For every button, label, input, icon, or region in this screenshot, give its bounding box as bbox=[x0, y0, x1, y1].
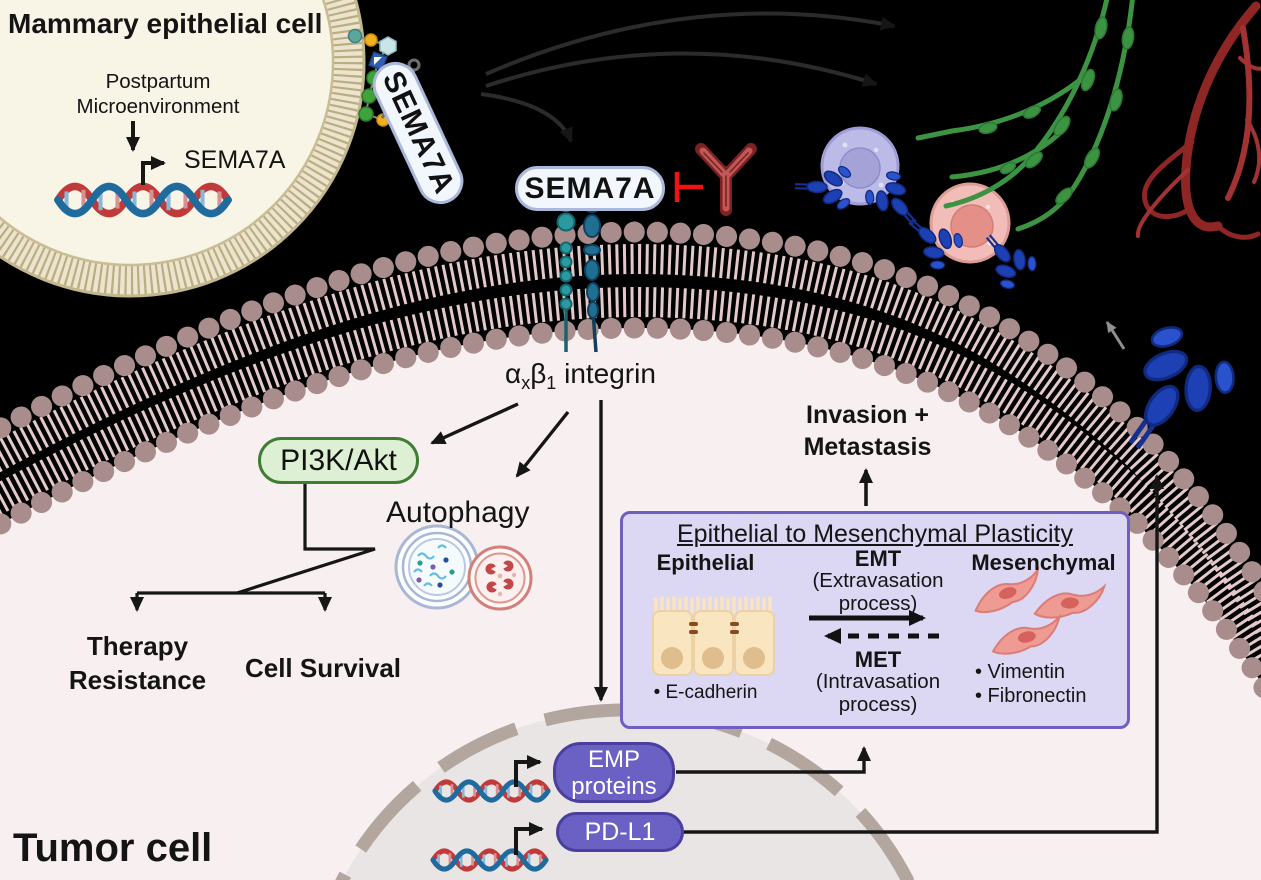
autophagosome-icon bbox=[394, 524, 533, 611]
emp-plasticity-box: Epithelial to Mesenchymal Plasticity Epi… bbox=[620, 511, 1130, 729]
autophagy-label: Autophagy bbox=[386, 496, 530, 529]
integrin-alpha: α bbox=[505, 358, 522, 389]
mammary-dna-icon bbox=[58, 156, 228, 214]
emt-met-arrows bbox=[809, 610, 939, 644]
postpartum-label: Postpartum Microenvironment bbox=[55, 70, 261, 119]
mammary-cell-icon bbox=[0, 0, 366, 298]
postpartum-line2: Microenvironment bbox=[76, 94, 240, 118]
nuclear-dna-emp-icon bbox=[435, 755, 548, 800]
invasion-line2: Metastasis bbox=[803, 433, 932, 461]
met-sub-line1: (Intravasation bbox=[815, 670, 941, 693]
emp-pill-line2: proteins bbox=[571, 772, 657, 800]
invasion-line1: Invasion + bbox=[806, 401, 929, 429]
integrin-suffix: integrin bbox=[556, 358, 656, 389]
emt-sub-line1: (Extravasation bbox=[812, 569, 944, 592]
immune-presentation-arrow bbox=[1105, 321, 1126, 350]
pdl1-output-arrow bbox=[682, 474, 1164, 834]
ecadherin-marker: • E-cadherin bbox=[653, 682, 758, 703]
integrin-beta: β bbox=[530, 358, 547, 389]
blood-vessels-icon bbox=[1135, 1, 1261, 240]
emp-pill-line1: EMP bbox=[587, 745, 640, 773]
emp-box-title: Epithelial to Mesenchymal Plasticity bbox=[677, 520, 1073, 548]
mammary-cell-title: Mammary epithelial cell bbox=[8, 8, 323, 39]
inhibition-bar bbox=[674, 172, 703, 202]
vimentin-marker: • Vimentin bbox=[975, 661, 1066, 683]
integrin-alpha-sub: x bbox=[521, 373, 531, 393]
lymphatic-nodes-icon bbox=[978, 16, 1135, 205]
mesenchymal-markers: • Vimentin • Fibronectin bbox=[975, 660, 1115, 708]
epithelial-heading: Epithelial bbox=[656, 550, 755, 575]
integrin-label: αxβ1 integrin bbox=[505, 358, 656, 394]
fibronectin-marker: • Fibronectin bbox=[975, 685, 1087, 707]
integrin-beta-sub: 1 bbox=[546, 373, 557, 393]
therapy-resistance-label: Therapy Resistance bbox=[50, 629, 225, 697]
met-sub-line2: process) bbox=[838, 692, 918, 716]
met-subtitle: (Intravasation process) bbox=[793, 670, 963, 716]
invasion-metastasis-label: Invasion + Metastasis bbox=[770, 399, 965, 463]
emp-proteins-pill: EMP proteins bbox=[553, 742, 675, 803]
cell-survival-label: Cell Survival bbox=[244, 653, 402, 683]
tumor-cell-label: Tumor cell bbox=[13, 826, 213, 870]
therapy-line1: Therapy bbox=[86, 631, 189, 661]
nuclear-dna-pdl1-icon bbox=[433, 822, 546, 869]
mesenchymal-cells-icon bbox=[968, 568, 1109, 659]
integrin-signal-arrows bbox=[430, 400, 608, 702]
emt-sub-line2: process) bbox=[838, 591, 918, 615]
mesenchymal-heading: Mesenchymal bbox=[971, 550, 1116, 575]
anti-sema7a-antibody-icon bbox=[695, 143, 757, 216]
sema7a-ligand-pill: SEMA7A bbox=[515, 166, 665, 211]
postpartum-line1: Postpartum bbox=[105, 70, 211, 93]
mammary-gene-label: SEMA7A bbox=[184, 146, 286, 174]
emt-subtitle: (Extravasation process) bbox=[793, 569, 963, 615]
pdl1-pill: PD-L1 bbox=[556, 812, 684, 852]
epithelial-cells-icon bbox=[652, 596, 775, 676]
met-heading: MET bbox=[854, 647, 902, 672]
emp-output-arrow bbox=[676, 746, 871, 774]
emt-heading: EMT bbox=[854, 546, 902, 571]
sema7a-release-arrows bbox=[480, 11, 896, 143]
therapy-line2: Resistance bbox=[68, 665, 207, 695]
pi3k-akt-pill: PI3K/Akt bbox=[258, 437, 419, 484]
pi3k-branch-arrows bbox=[130, 484, 376, 612]
